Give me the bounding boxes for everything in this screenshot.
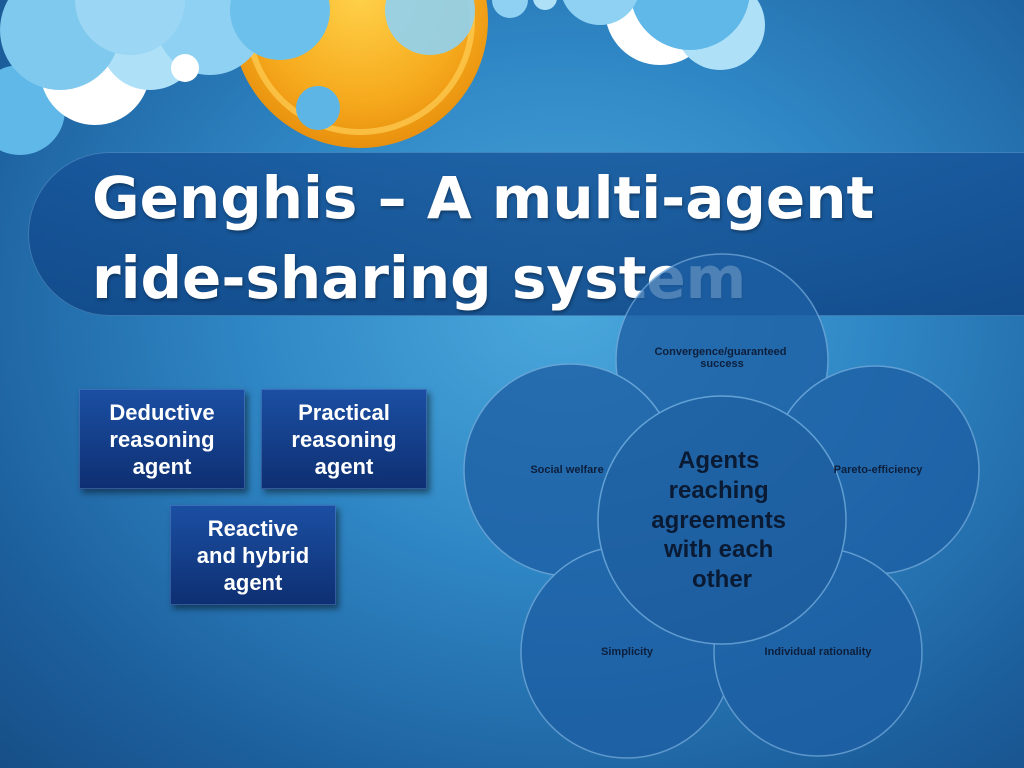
practical-agent-box: Practical reasoning agent — [261, 389, 427, 489]
title-band — [28, 152, 1024, 316]
center-circle — [597, 395, 847, 645]
cloud-icon — [492, 0, 765, 70]
cloud-icon — [0, 0, 475, 155]
slide-title: Genghis – A multi-agent ride-sharing sys… — [92, 158, 912, 318]
petal-top-label: Convergence/guaranteed success — [654, 346, 789, 370]
reactive-agent-label: Reactive and hybrid agent — [196, 515, 310, 595]
title-line-1: Genghis – A multi-agent — [92, 164, 875, 232]
petal-bottom-right-label: Individual rationality — [765, 646, 873, 658]
sky-decoration — [0, 0, 765, 155]
center-label: Agents reaching agreements with each oth… — [651, 447, 792, 593]
petal-left-label: Social welfare — [530, 464, 603, 476]
petal-bottom-left-label: Simplicity — [601, 646, 654, 658]
petal-right-label: Pareto-efficiency — [834, 464, 924, 476]
deductive-agent-label: Deductive reasoning agent — [109, 399, 215, 479]
practical-agent-label: Practical reasoning agent — [291, 399, 397, 479]
reactive-agent-box: Reactive and hybrid agent — [170, 505, 336, 605]
deductive-agent-box: Deductive reasoning agent — [79, 389, 245, 489]
